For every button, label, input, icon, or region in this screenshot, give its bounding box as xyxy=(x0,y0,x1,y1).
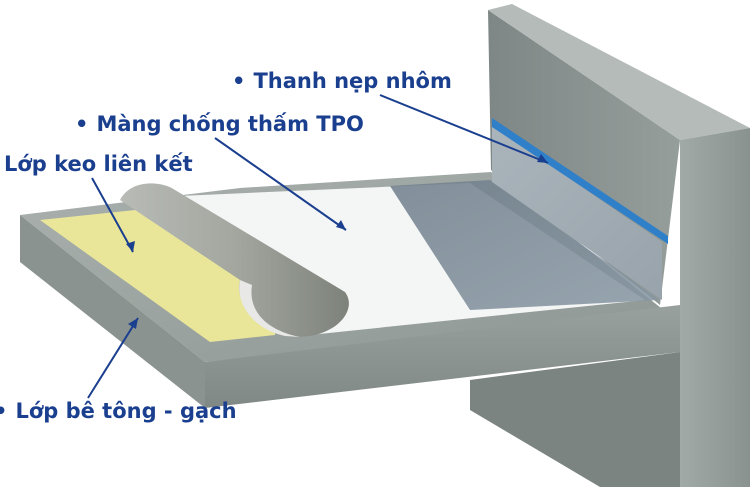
support-beam xyxy=(470,352,680,487)
membrane-roll-curl xyxy=(239,280,300,337)
slab-right-face xyxy=(205,305,680,408)
membrane-flashing xyxy=(492,125,662,300)
leader-arrow-aluminum xyxy=(537,154,548,163)
bullet: • xyxy=(0,399,7,423)
membrane-roll xyxy=(120,183,349,337)
wall-shadow xyxy=(390,180,660,310)
tpo-membrane-text: Màng chống thấm TPO xyxy=(96,112,364,136)
wall-top-face xyxy=(488,4,750,140)
label-tpo-membrane: • Màng chống thấm TPO xyxy=(75,114,364,135)
leader-arrow-adhesive xyxy=(126,241,135,252)
leader-line-tpo xyxy=(214,137,347,231)
leader-line-aluminum xyxy=(379,94,549,164)
aluminum-termination-bar xyxy=(492,118,668,244)
wall-front-face xyxy=(680,128,750,487)
leader-line-adhesive xyxy=(91,177,134,253)
label-concrete-layer: • Lớp bê tông - gạch xyxy=(0,401,237,422)
concrete-layer-text: Lớp bê tông - gạch xyxy=(15,399,237,423)
bullet: • xyxy=(75,112,89,136)
leader-line-concrete xyxy=(87,317,139,399)
leader-arrow-concrete xyxy=(128,318,138,329)
bullet: • xyxy=(232,69,246,93)
adhesive-layer-text: Lớp keo liên kết xyxy=(4,152,193,176)
label-adhesive-layer: Lớp keo liên kết xyxy=(4,154,193,175)
leader-arrow-tpo xyxy=(336,220,346,230)
slab-front-face xyxy=(20,215,205,408)
aluminum-strip-text: Thanh nẹp nhôm xyxy=(253,69,452,93)
label-aluminum-strip: • Thanh nẹp nhôm xyxy=(232,71,452,92)
